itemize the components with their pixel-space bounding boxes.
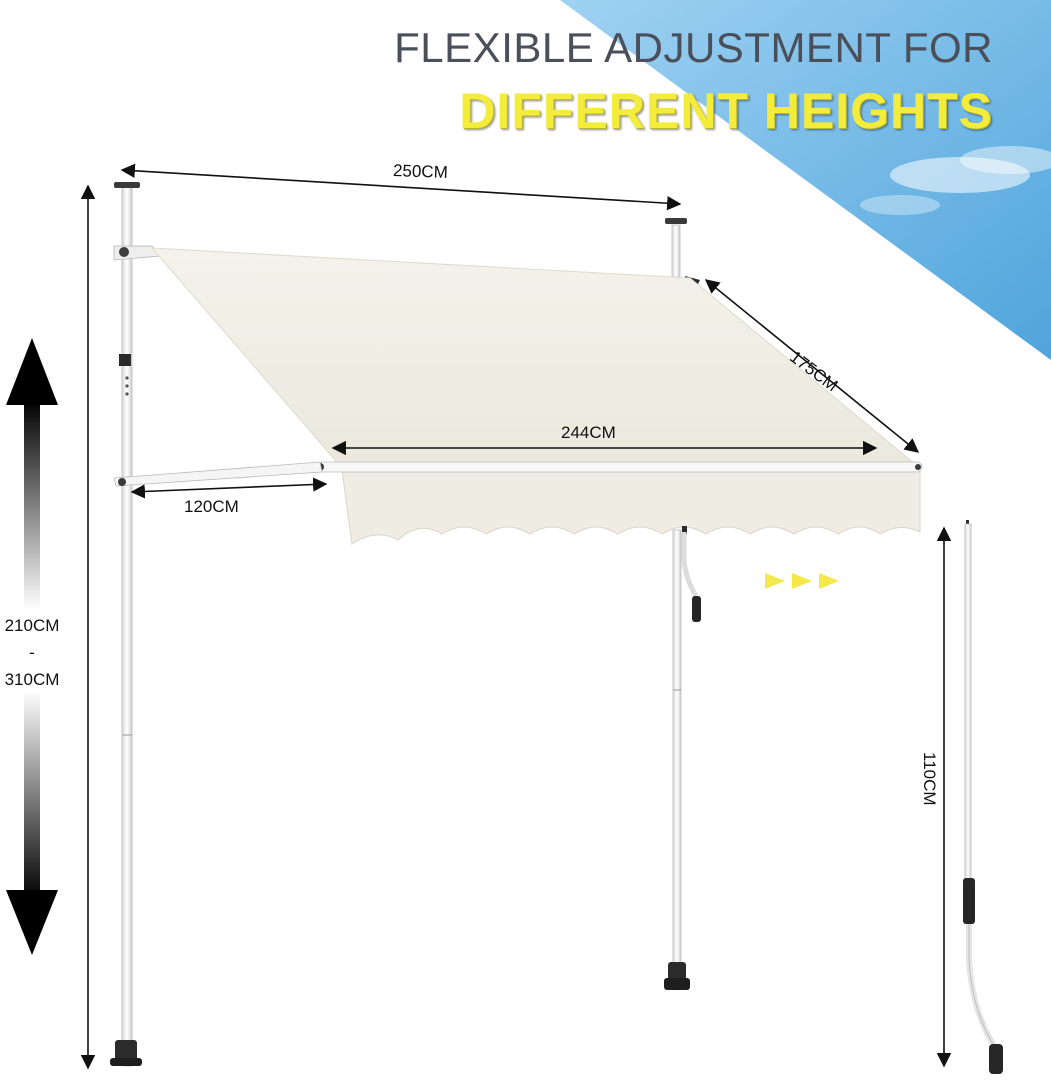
headline-line1: FLEXIBLE ADJUSTMENT FOR (394, 24, 993, 71)
crank-handle (963, 520, 1003, 1074)
width-top-label: 250CM (392, 161, 449, 182)
crank-length-label: 110CM (920, 752, 939, 806)
right-front-pole (664, 526, 701, 990)
arm-length-label: 120CM (184, 497, 239, 516)
left-pole (110, 182, 142, 1067)
height-min-label: 210CM (4, 616, 60, 635)
height-max-label: 310CM (4, 670, 60, 689)
awning-fabric (150, 247, 923, 545)
dimension-arrows (120, 163, 952, 1068)
fabric-width-label: 244CM (561, 423, 616, 442)
right-top-pole (665, 218, 687, 278)
chevron-right-icon (765, 573, 839, 589)
sky-background (560, 0, 1051, 360)
height-range-label: 210CM - 310CM (0, 612, 64, 693)
folding-arm (113, 461, 323, 487)
headline-line2: DIFFERENT HEIGHTS (459, 83, 993, 139)
height-separator: - (29, 643, 35, 662)
